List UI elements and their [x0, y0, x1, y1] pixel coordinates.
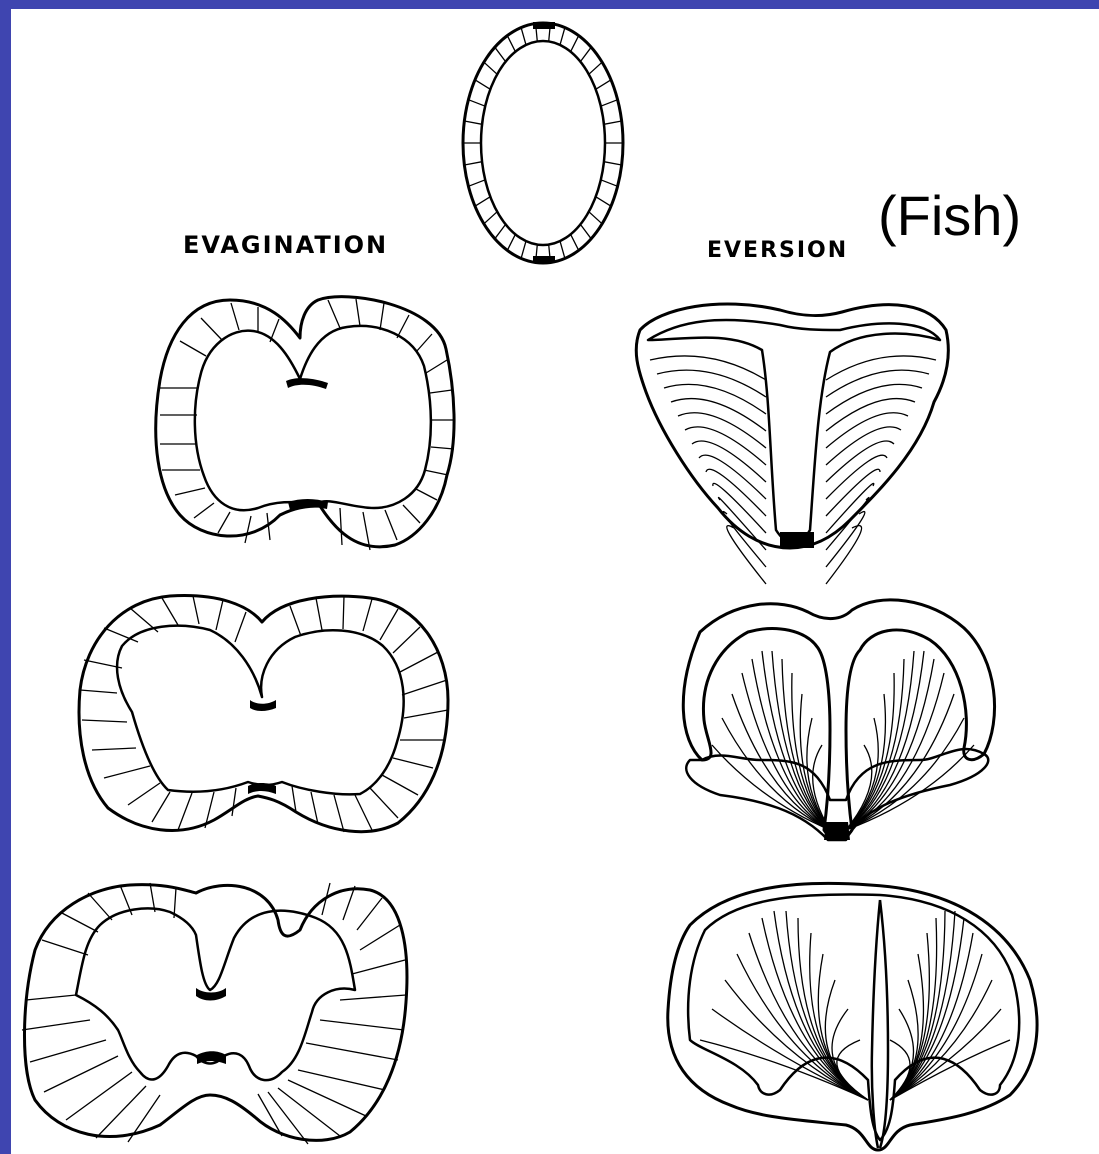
fiber-line [846, 673, 944, 830]
fiber-line [650, 356, 766, 380]
eversion-2-fibers [712, 651, 974, 830]
eversion-label: EVERSION [707, 238, 848, 263]
fish-label: (Fish) [878, 183, 1021, 248]
evagination-stage-1 [156, 297, 455, 550]
roof-plate [533, 22, 555, 29]
eversion-2-floor-plate [824, 822, 850, 840]
evagination-3-floor-plate [197, 1051, 226, 1064]
fiber-line [826, 469, 880, 516]
fiber-line [678, 413, 766, 448]
floor-plate [533, 256, 555, 263]
fiber-line [706, 469, 766, 516]
evagination-1-roof-plate [286, 378, 328, 389]
evagination-2-floor-plate [248, 783, 276, 794]
eversion-1-floor-plate [780, 532, 814, 548]
evagination-stage-2 [79, 596, 448, 832]
evagination-2-roof-plate [250, 700, 276, 711]
fiber-line [699, 455, 766, 499]
fiber-line [685, 427, 766, 465]
eversion-1-fibers [650, 356, 936, 584]
fiber-line [762, 918, 868, 1100]
evagination-1-cell-divisions [160, 299, 455, 550]
fiber-line [826, 356, 936, 380]
fiber-line [657, 370, 766, 397]
fiber-line [826, 441, 894, 482]
fiber-line [890, 918, 937, 1100]
evagination-stage-3 [22, 883, 407, 1144]
fiber-line [846, 659, 904, 830]
evagination-label: EVAGINATION [183, 231, 388, 259]
fiber-line [671, 399, 766, 431]
fiber-line [718, 497, 766, 550]
fiber-line [826, 497, 869, 550]
fiber-line [826, 413, 908, 448]
fiber-line [826, 399, 915, 431]
eversion-stage-3 [668, 883, 1037, 1150]
fiber-line [737, 954, 868, 1100]
eversion-stage-2 [683, 600, 994, 840]
eversion-stage-1 [636, 304, 948, 584]
fiber-line [890, 1040, 1010, 1100]
fiber-line [826, 427, 901, 465]
evagination-3-cell-divisions [22, 883, 406, 1144]
fiber-line [692, 441, 766, 482]
neural-tube-oval [463, 22, 623, 263]
fiber-line [798, 918, 868, 1100]
fiber-line [700, 1040, 868, 1100]
fiber-line [826, 370, 929, 397]
